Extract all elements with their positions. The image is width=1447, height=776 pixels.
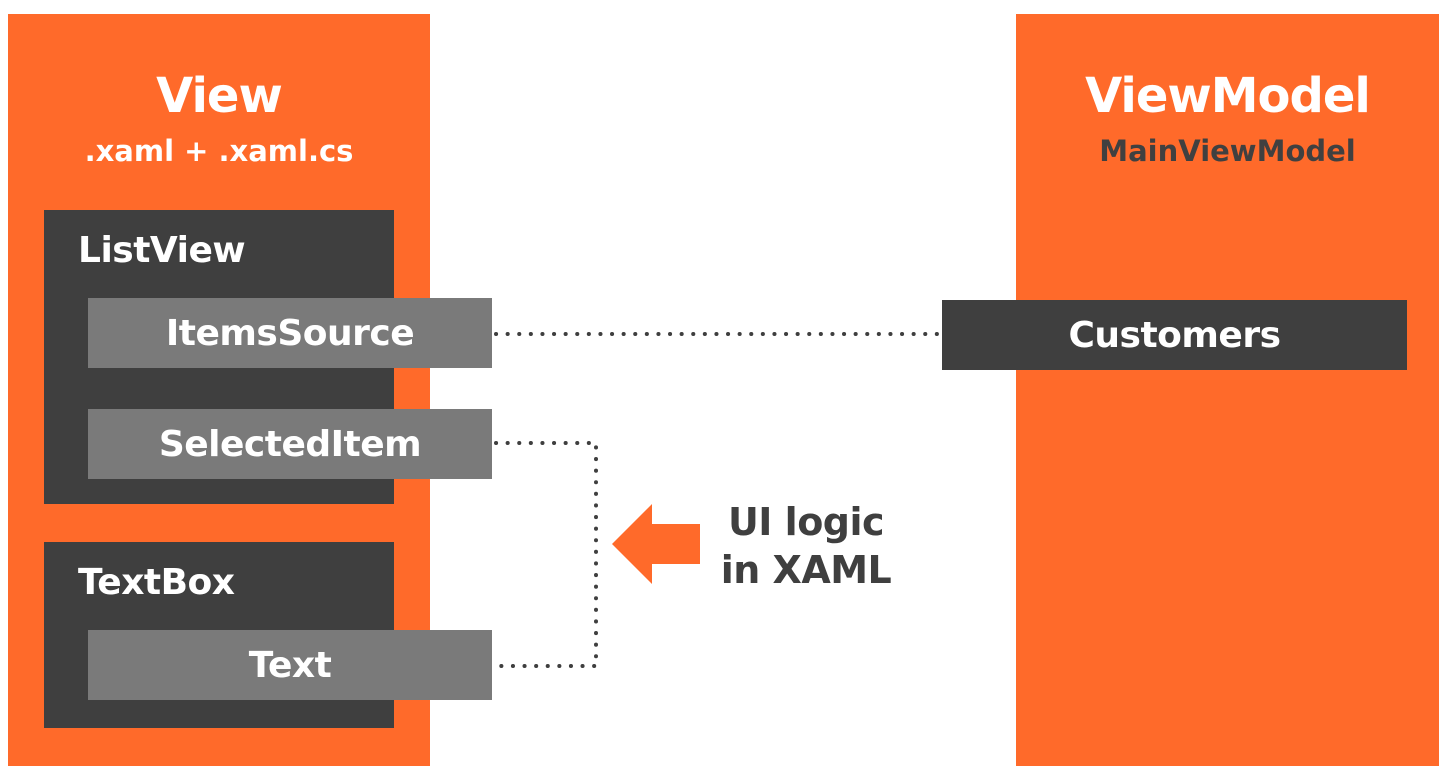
selecteditem-text-binding-line xyxy=(494,441,598,668)
annotation-line-2: in XAML xyxy=(720,548,892,592)
view-title: View xyxy=(156,68,283,124)
text-property: Text xyxy=(88,630,492,700)
ui-logic-annotation: UI logic in XAML xyxy=(706,498,906,594)
view-subtitle: .xaml + .xaml.cs xyxy=(84,134,354,168)
selecteditem-property: SelectedItem xyxy=(88,409,492,479)
viewmodel-title: ViewModel xyxy=(1085,68,1371,124)
viewmodel-panel: ViewModel MainViewModel xyxy=(1016,14,1439,766)
textbox-title: TextBox xyxy=(78,562,235,603)
annotation-line-1: UI logic xyxy=(727,500,885,544)
viewmodel-subtitle: MainViewModel xyxy=(1099,134,1356,168)
listview-title: ListView xyxy=(78,230,246,271)
arrow-left-icon xyxy=(612,504,700,584)
itemssource-property: ItemsSource xyxy=(88,298,492,368)
customers-property: Customers xyxy=(942,300,1407,370)
